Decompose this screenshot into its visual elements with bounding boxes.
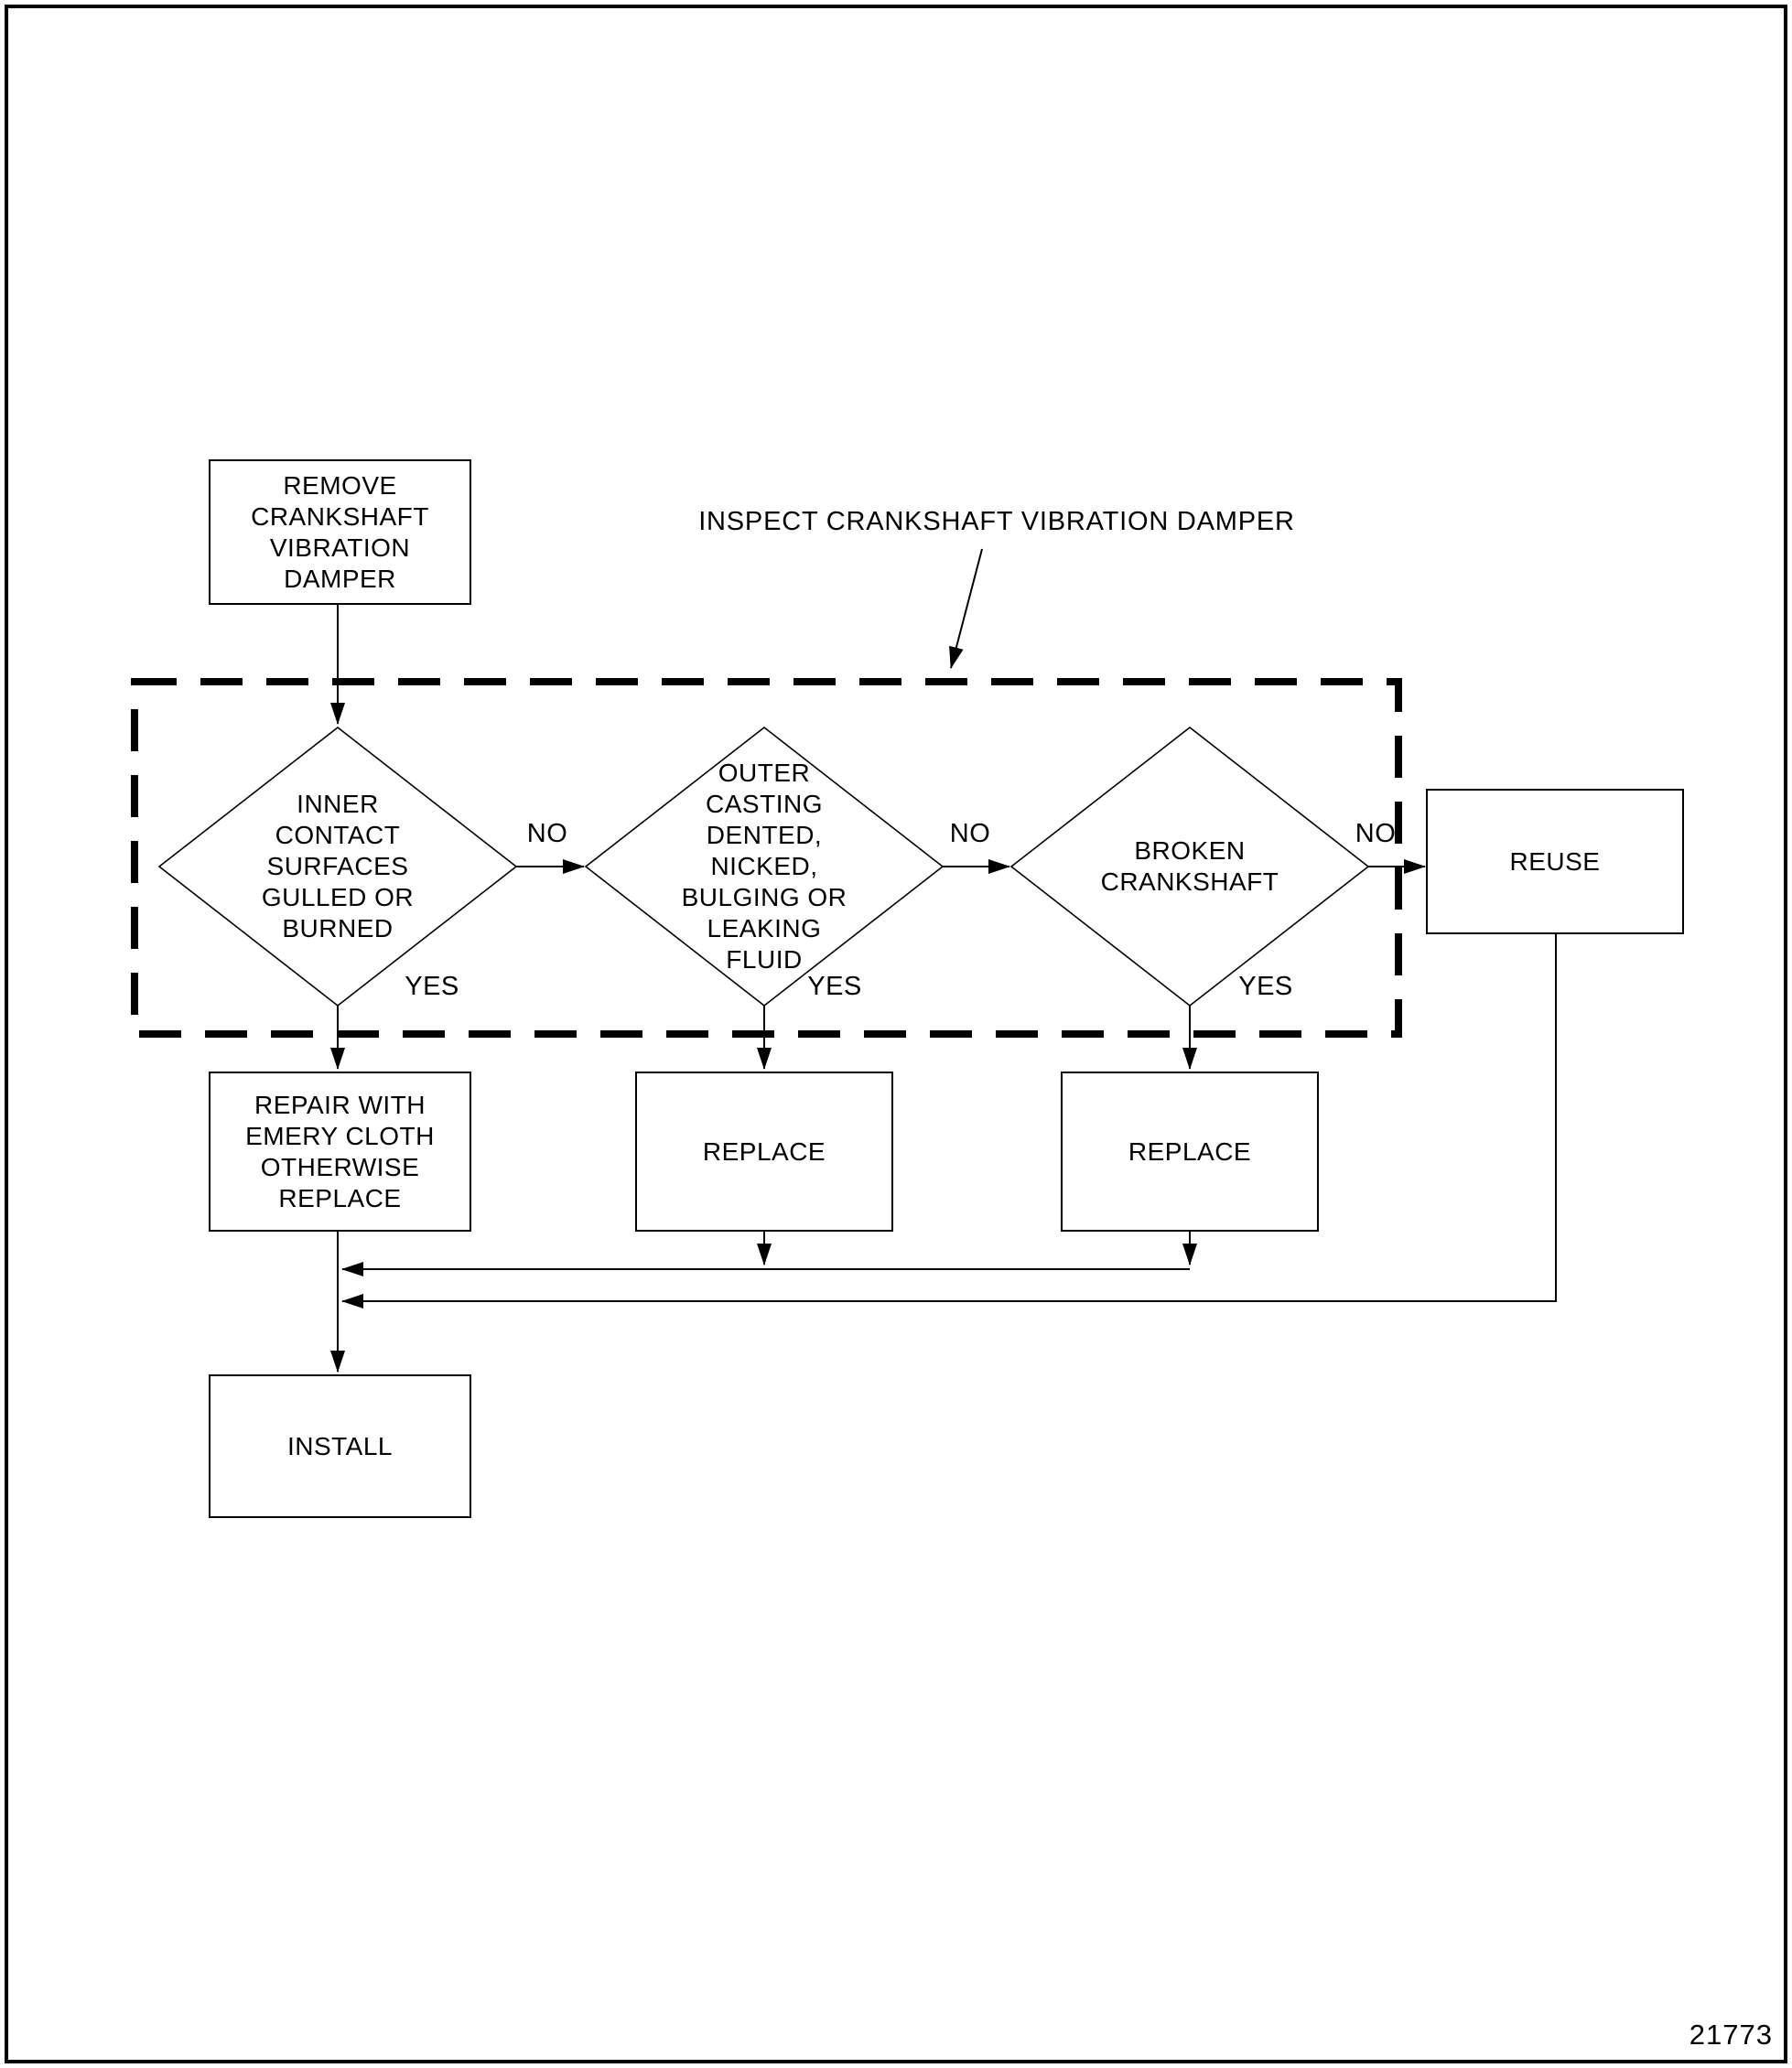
no-label-2: NO — [949, 819, 991, 848]
inspect-group-dashed-box — [131, 678, 1402, 1038]
diagram-title: INSPECT CRANKSHAFT VIBRATION DAMPER — [698, 507, 1295, 536]
remove-box — [209, 459, 471, 605]
repair-box-label: REPAIR WITH EMERY CLOTH OTHERWISE REPLAC… — [245, 1090, 435, 1212]
replace-outer-box-label: REPLACE — [702, 1136, 826, 1166]
figure-number: 21773 — [1689, 2019, 1773, 2051]
yes-label-3: YES — [1238, 972, 1293, 1001]
remove-box-label: REMOVE CRANKSHAFT VIBRATION DAMPER — [251, 470, 429, 593]
no-label-1: NO — [526, 819, 568, 848]
no-label-3: NO — [1355, 819, 1397, 848]
page-border — [5, 5, 1787, 2063]
replace-broken-box-label: REPLACE — [1128, 1136, 1252, 1166]
decision-outer-label: OUTER CASTING DENTED, NICKED, BULGING OR… — [681, 759, 847, 974]
repair-box — [209, 1072, 471, 1232]
install-box-label: INSTALL — [286, 1431, 394, 1460]
merge-rail-2-from-reuse — [341, 933, 1557, 1309]
reuse-box-label: REUSE — [1509, 846, 1601, 876]
yes-label-2: YES — [807, 972, 862, 1001]
install-box — [209, 1374, 471, 1518]
yes-label-1: YES — [405, 972, 459, 1001]
title-leader-arrow — [949, 548, 983, 669]
decision-inner-label: INNER CONTACT SURFACES GULLED OR BURNED — [261, 790, 415, 942]
decision-broken-label: BROKEN CRANKSHAFT — [1100, 836, 1279, 896]
